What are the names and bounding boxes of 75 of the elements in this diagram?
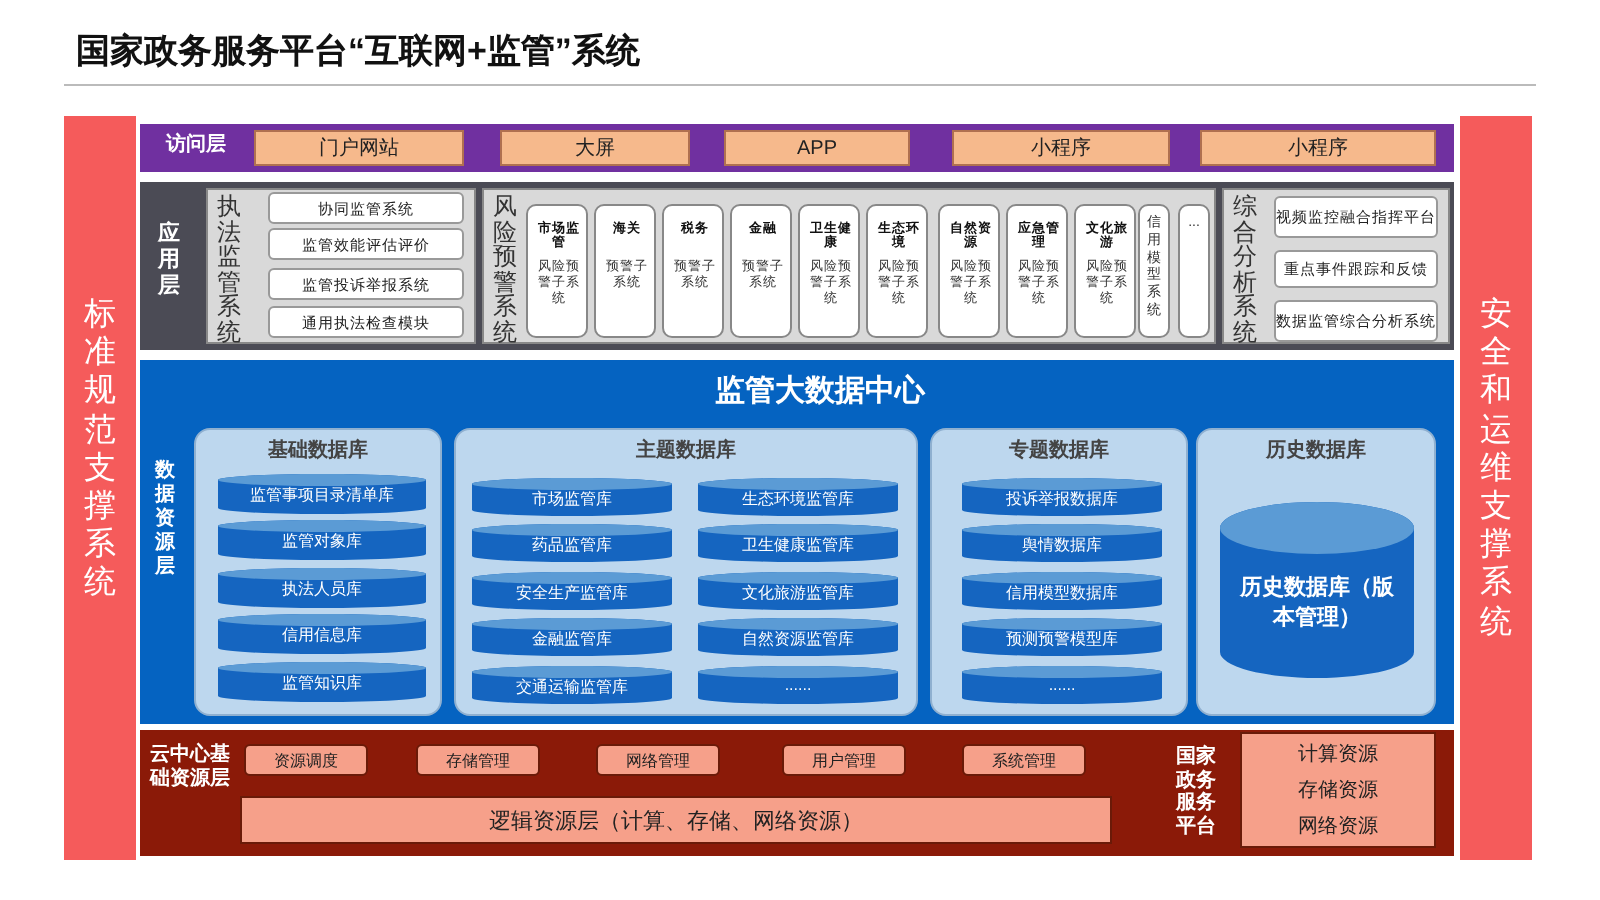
band-label: 标准规范支撑系统: [82, 296, 118, 603]
panel-heading: 执法监管系统: [216, 194, 242, 346]
layer-label: 云中心基础资源层: [150, 744, 230, 792]
database-cylinder: 交通运输监管库: [472, 666, 672, 704]
panel-heading: 综合分析系统: [1232, 194, 1258, 346]
resource-label: 网络资源: [1296, 814, 1380, 840]
database-panel: [194, 428, 442, 716]
subsystem-card: [662, 204, 724, 338]
database-cylinder: 生态环境监管库: [698, 478, 898, 516]
panel-heading: 基础数据库: [266, 436, 370, 464]
center-heading: 监管大数据中心: [713, 372, 928, 410]
subsystem-card: [730, 204, 792, 338]
database-cylinder: 监管对象库: [218, 520, 426, 560]
database-cylinder: ......: [962, 666, 1162, 704]
layer-band: [140, 124, 1454, 172]
database-cylinder: 预测预警模型库: [962, 618, 1162, 656]
module-box: 小程序: [952, 130, 1170, 166]
module-box: 系统管理: [962, 744, 1086, 776]
subsystem-card: [1074, 204, 1136, 338]
database-cylinder: 监管知识库: [218, 662, 426, 702]
subsystem-card: [798, 204, 860, 338]
module-box: 小程序: [1200, 130, 1436, 166]
database-cylinder: 舆情数据库: [962, 524, 1162, 562]
database-cylinder: 安全生产监管库: [472, 572, 672, 610]
database-cylinder: 投诉举报数据库: [962, 478, 1162, 516]
panel-heading: 专题数据库: [1007, 436, 1111, 464]
system-panel: [206, 188, 476, 344]
diagram-title: 国家政务服务平台“互联网+监管”系统: [76, 30, 640, 74]
platform-label: 国家政务服务平台: [1173, 746, 1218, 838]
module-box: 门户网站: [254, 130, 464, 166]
resource-label: 计算资源: [1296, 741, 1380, 768]
layer-band: [140, 182, 1454, 350]
database-cylinder: 历史数据库（版本管理）: [1220, 502, 1414, 678]
database-panel: [454, 428, 918, 716]
database-cylinder: ......: [698, 666, 898, 704]
system-panel: [482, 188, 1216, 344]
subsystem-card: [866, 204, 928, 338]
database-panel: [930, 428, 1188, 716]
database-cylinder: 市场监管库: [472, 478, 672, 516]
database-cylinder: 文化旅游监管库: [698, 572, 898, 610]
subsystem-card: [938, 204, 1000, 338]
layer-label: 访问层: [163, 134, 228, 158]
band-label: 安全和运维支撑系统: [1478, 296, 1514, 642]
module-box: 网络管理: [596, 744, 720, 776]
module-box: 存储管理: [416, 744, 540, 776]
panel-heading: 主题数据库: [634, 436, 738, 464]
database-cylinder: 金融监管库: [472, 618, 672, 656]
panel-heading: 历史数据库: [1264, 436, 1368, 464]
layer-band: [140, 730, 1454, 856]
panel-heading: 风险预警系统: [492, 194, 518, 346]
database-cylinder: 信用模型数据库: [962, 572, 1162, 610]
subsystem-card: [594, 204, 656, 338]
subsystem-card: [1006, 204, 1068, 338]
database-cylinder: 卫生健康监管库: [698, 524, 898, 562]
side-band: [64, 116, 136, 860]
module-box: 大屏: [500, 130, 690, 166]
subsystem-card: [526, 204, 588, 338]
resource-label: 存储资源: [1296, 777, 1380, 804]
system-panel: [1222, 188, 1450, 344]
layer-label: 应用层: [156, 222, 182, 302]
database-cylinder: 自然资源监管库: [698, 618, 898, 656]
module-box: 资源调度: [244, 744, 368, 776]
database-cylinder: 执法人员库: [218, 568, 426, 608]
module-box: 逻辑资源层（计算、存储、网络资源）: [240, 796, 1112, 844]
database-panel: [1196, 428, 1436, 716]
layer-label: 数据资源层: [152, 460, 177, 580]
subsystem-card: [1138, 204, 1170, 338]
layer-band: [140, 356, 1454, 724]
database-cylinder: 监管事项目录清单库: [218, 474, 426, 514]
module-box: APP: [724, 130, 910, 166]
side-band: [1460, 116, 1532, 860]
database-cylinder: 药品监管库: [472, 524, 672, 562]
module-box: 用户管理: [782, 744, 906, 776]
database-cylinder: 信用信息库: [218, 614, 426, 654]
subsystem-card: [1178, 204, 1210, 338]
